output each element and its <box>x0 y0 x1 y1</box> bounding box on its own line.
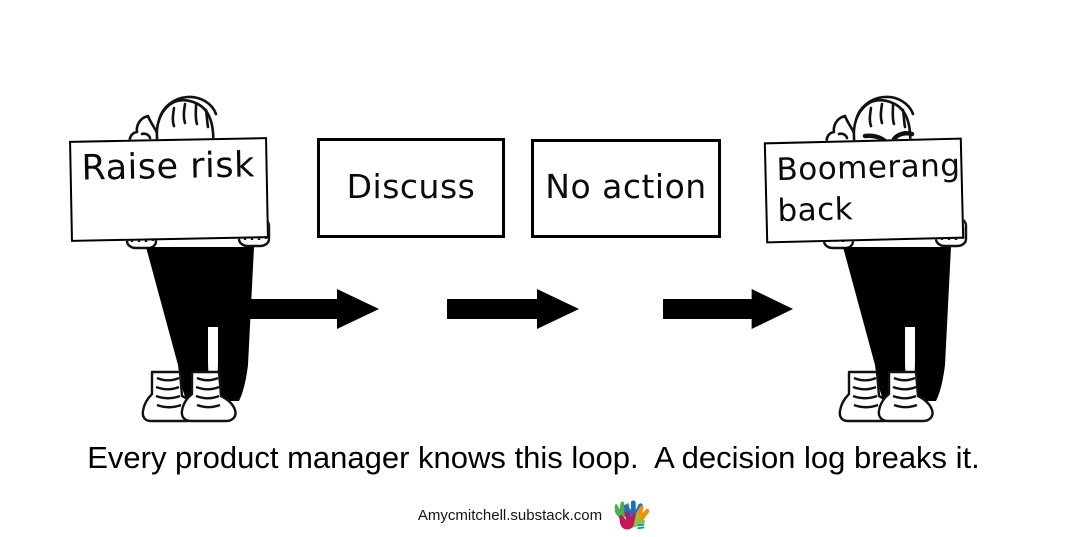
sign-raise-risk: Raise risk <box>69 137 269 242</box>
flow-box-no-action: No action <box>531 139 721 238</box>
footer: Amycmitchell.substack.com <box>0 496 1067 534</box>
trousers <box>146 247 254 401</box>
flow-box-discuss: Discuss <box>317 138 505 238</box>
arrow-1 <box>247 289 379 329</box>
footer-site-url: Amycmitchell.substack.com <box>417 506 603 524</box>
sign-raise-risk-label: Raise risk <box>81 145 256 189</box>
arrow-3 <box>663 289 793 329</box>
caption-text: Every product manager knows this loop. A… <box>87 440 980 475</box>
colorful-hands-logo-icon <box>611 496 650 534</box>
flow-box-no-action-label: No action <box>545 167 707 206</box>
sign-boomerang-back-label: Boomerang back <box>776 147 961 230</box>
flow-box-discuss-label: Discuss <box>346 166 476 206</box>
arrow-2 <box>447 289 579 329</box>
trousers <box>843 247 951 401</box>
sign-boomerang-back: Boomerang back <box>763 137 965 244</box>
